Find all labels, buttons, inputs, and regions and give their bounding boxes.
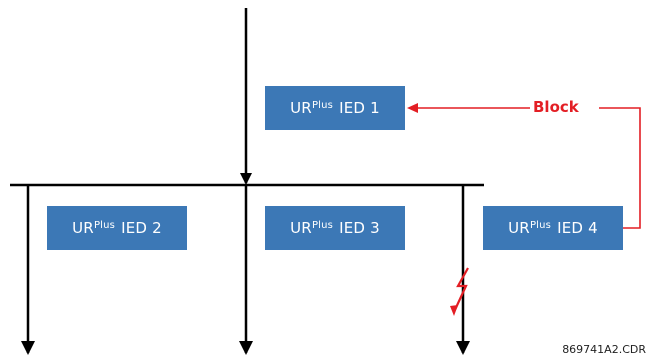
- ied-4-prefix: UR: [508, 219, 530, 237]
- figure-file-code: 869741A2.CDR: [562, 343, 646, 356]
- arrow-down-icon: [456, 341, 470, 355]
- arrow-down-icon: [21, 341, 35, 355]
- ied-2-prefix: UR: [72, 219, 94, 237]
- block-signal-label: Block: [530, 98, 582, 116]
- fault-lightning-icon: [450, 267, 469, 316]
- ied-1-prefix: UR: [290, 99, 312, 117]
- ied-4-label: IED 4: [557, 219, 598, 237]
- ied-3-label: IED 3: [339, 219, 380, 237]
- ied-3-prefix: UR: [290, 219, 312, 237]
- block-signal-path: [599, 107, 641, 229]
- arrow-left-icon: [407, 103, 418, 113]
- ied-1-label: IED 1: [339, 99, 380, 117]
- ied-2-label: IED 2: [121, 219, 162, 237]
- ied-1-sup: Plus: [311, 99, 334, 111]
- arrow-down-icon: [239, 341, 253, 355]
- ied-3-sup: Plus: [311, 219, 334, 231]
- ied-4-sup: Plus: [529, 219, 552, 231]
- ied-2-sup: Plus: [93, 219, 116, 231]
